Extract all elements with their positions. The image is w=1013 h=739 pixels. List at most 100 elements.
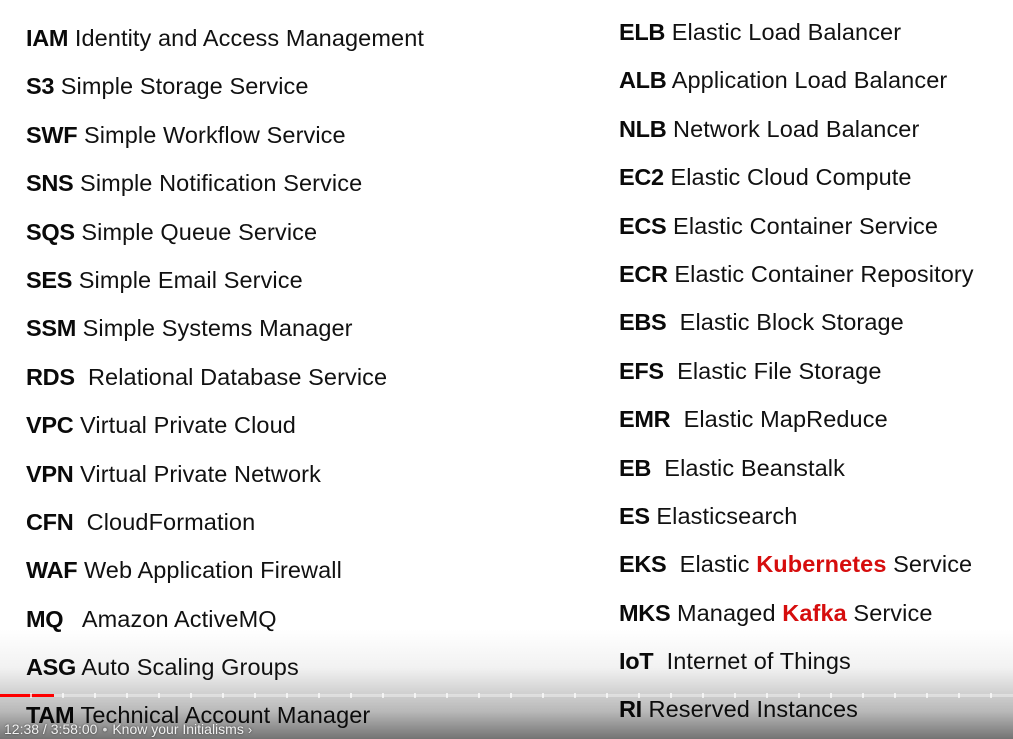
list-item: SES Simple Email Service: [26, 258, 424, 306]
player-controls: 12:38 / 3:58:00•Know your Initialisms›: [4, 721, 252, 737]
expansion-text: Simple Workflow Service: [77, 121, 346, 148]
initialism: SWF: [26, 121, 78, 148]
expansion-text: Simple Queue Service: [74, 218, 318, 245]
expansion-text: Simple Storage Service: [54, 73, 309, 100]
expansion-text: Elastic: [666, 551, 757, 578]
initialism: MQ: [26, 605, 64, 632]
list-item: EKS Elastic Kubernetes Service: [619, 542, 974, 590]
list-item: EC2 Elastic Cloud Compute: [619, 155, 974, 203]
chapter-title: Know your Initialisms: [112, 721, 244, 737]
initialism: EKS: [619, 551, 667, 578]
list-item: VPN Virtual Private Network: [26, 452, 424, 500]
list-item: IoT Internet of Things: [619, 639, 974, 687]
expansion-text: Service: [846, 599, 933, 626]
expansion-text: Elastic File Storage: [663, 357, 882, 384]
initialism: EC2: [619, 164, 664, 191]
list-item: ALB Application Load Balancer: [619, 58, 974, 106]
highlighted-term: Kubernetes: [756, 551, 887, 578]
initialism: ECR: [619, 260, 668, 287]
initialism: SSM: [26, 315, 77, 342]
expansion-text: Simple Notification Service: [73, 170, 363, 197]
expansion-text: Identity and Access Management: [68, 25, 424, 51]
initialism: SES: [26, 266, 73, 293]
time-separator: /: [39, 721, 51, 737]
initialism: IAM: [26, 25, 69, 51]
expansion-text: Elastic Cloud Compute: [663, 164, 912, 191]
expansion-text: Application Load Balancer: [666, 67, 948, 94]
list-item: IAM Identity and Access Management: [26, 16, 424, 64]
list-item: SWF Simple Workflow Service: [26, 113, 424, 161]
list-item: ECR Elastic Container Repository: [619, 252, 974, 300]
initialism: CFN: [26, 508, 74, 535]
list-item: ASG Auto Scaling Groups: [26, 645, 424, 693]
initialism: S3: [26, 73, 55, 100]
chevron-right-icon: ›: [247, 722, 253, 737]
expansion-text: Relational Database Service: [74, 363, 388, 390]
list-item: EBS Elastic Block Storage: [619, 300, 974, 348]
expansion-text: Service: [886, 551, 973, 578]
list-item: ECS Elastic Container Service: [619, 204, 974, 252]
expansion-text: Internet of Things: [653, 648, 851, 675]
initialism: EFS: [619, 357, 664, 384]
list-item: ES Elasticsearch: [619, 494, 974, 542]
initialism: ES: [619, 502, 650, 529]
initialism: SQS: [26, 218, 75, 245]
expansion-text: Elastic Container Service: [666, 212, 939, 239]
bullet-separator: •: [102, 721, 108, 737]
highlighted-term: Kafka: [782, 599, 847, 626]
list-item: MKS Managed Kafka Service: [619, 591, 974, 639]
initialism: RI: [619, 696, 642, 723]
initialism: WAF: [26, 557, 78, 584]
initialism: EMR: [619, 406, 671, 433]
expansion-text: Elastic MapReduce: [670, 406, 888, 433]
list-item: CFN CloudFormation: [26, 500, 424, 548]
initialism: MKS: [619, 599, 671, 626]
expansion-text: Elasticsearch: [649, 502, 798, 529]
initialism: ELB: [619, 19, 666, 45]
list-item: ELB Elastic Load Balancer: [619, 10, 974, 58]
initialism: ASG: [26, 654, 77, 681]
chapter-title-button[interactable]: Know your Initialisms›: [112, 721, 252, 737]
expansion-text: Reserved Instances: [641, 696, 859, 723]
list-item: EFS Elastic File Storage: [619, 349, 974, 397]
list-item: EB Elastic Beanstalk: [619, 446, 974, 494]
expansion-text: Auto Scaling Groups: [76, 654, 299, 681]
list-item: VPC Virtual Private Cloud: [26, 403, 424, 451]
expansion-text: Elastic Beanstalk: [651, 454, 845, 481]
expansion-text: Web Application Firewall: [77, 557, 342, 584]
list-item: WAF Web Application Firewall: [26, 548, 424, 596]
list-item: SNS Simple Notification Service: [26, 161, 424, 209]
expansion-text: Network Load Balancer: [666, 115, 920, 142]
progress-bar[interactable]: [0, 693, 1013, 698]
list-item: RDS Relational Database Service: [26, 355, 424, 403]
initialism: ECS: [619, 212, 667, 239]
expansion-text: Simple Email Service: [72, 266, 303, 293]
list-item: SQS Simple Queue Service: [26, 210, 424, 258]
expansion-text: Simple Systems Manager: [76, 315, 353, 342]
initialism: VPC: [26, 412, 74, 439]
expansion-text: Amazon ActiveMQ: [63, 605, 277, 632]
expansion-text: Elastic Load Balancer: [665, 19, 902, 45]
initialism: EBS: [619, 309, 667, 336]
expansion-text: Managed: [670, 599, 783, 626]
list-item: NLB Network Load Balancer: [619, 107, 974, 155]
list-item: S3 Simple Storage Service: [26, 64, 424, 112]
expansion-text: Elastic Container Repository: [667, 260, 974, 287]
initialism: NLB: [619, 115, 667, 142]
expansion-text: Elastic Block Storage: [666, 309, 904, 336]
initialism: SNS: [26, 170, 74, 197]
initialism: VPN: [26, 460, 74, 487]
expansion-text: CloudFormation: [73, 508, 256, 535]
initialism: ALB: [619, 67, 667, 94]
initialism: IoT: [619, 648, 654, 675]
expansion-text: Virtual Private Cloud: [73, 412, 296, 439]
chapter-markers: [0, 693, 1013, 698]
current-time: 12:38: [4, 721, 40, 737]
expansion-text: Virtual Private Network: [73, 460, 321, 487]
list-item: EMR Elastic MapReduce: [619, 397, 974, 445]
duration: 3:58:00: [50, 721, 98, 737]
list-item: MQ Amazon ActiveMQ: [26, 597, 424, 645]
initialism: EB: [619, 454, 652, 481]
initialism: RDS: [26, 363, 75, 390]
